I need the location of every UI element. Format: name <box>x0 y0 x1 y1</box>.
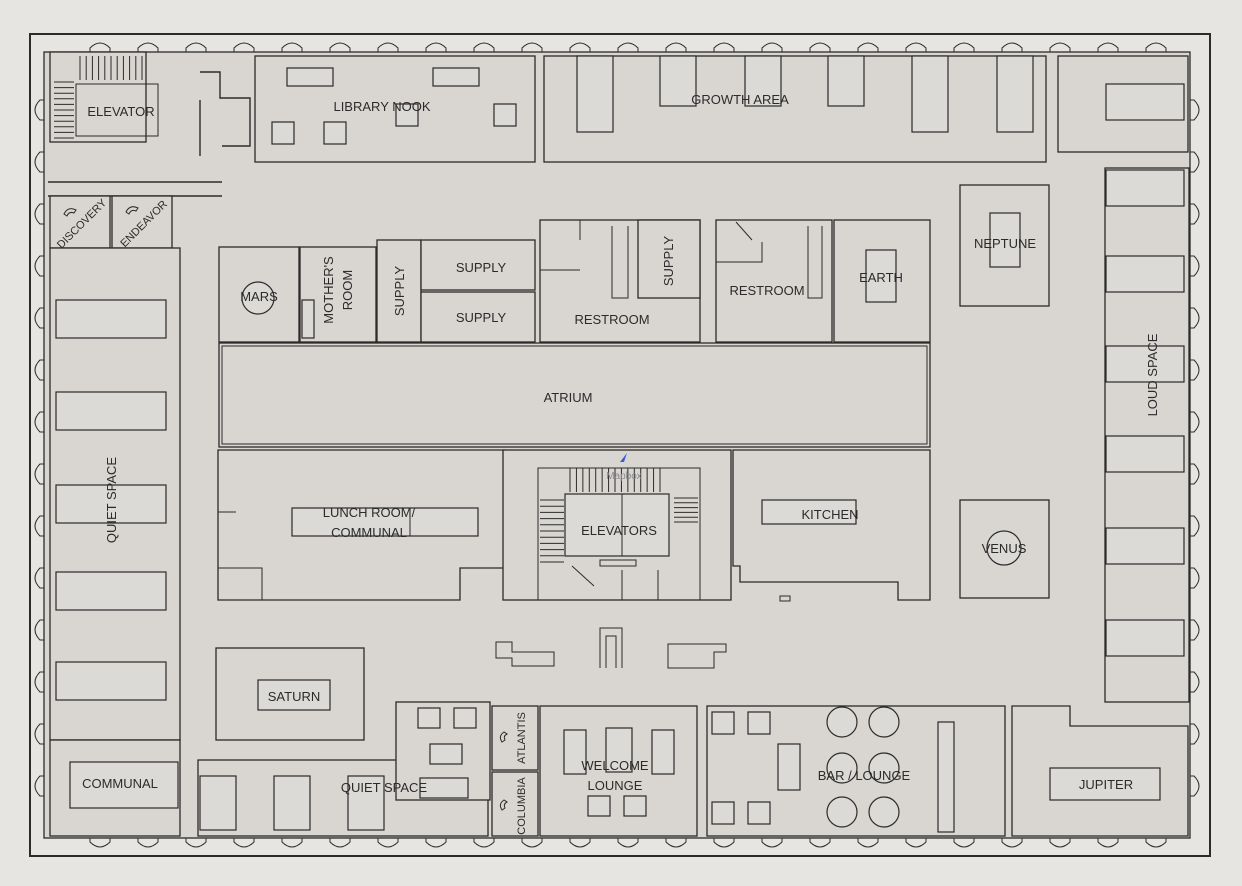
room-library-nook[interactable]: LIBRARY NOOK <box>254 55 536 163</box>
room-atrium[interactable]: ATRIUM <box>218 342 931 448</box>
room-jupiter[interactable]: JUPITER <box>1011 705 1189 837</box>
room-label-atrium: ATRIUM <box>544 390 593 405</box>
room-quiet-space-bottom[interactable]: QUIET SPACE <box>197 701 491 837</box>
phone-icon <box>63 208 77 217</box>
phone-icon <box>499 731 508 743</box>
room-label-quiet-space-left: QUIET SPACE <box>104 457 119 544</box>
room-endeavor[interactable]: ENDEAVOR <box>111 195 173 250</box>
room-label-lunch-room-1: LUNCH ROOM/ <box>323 505 416 520</box>
perimeter-columns <box>34 42 1200 848</box>
room-earth[interactable]: EARTH <box>833 219 931 343</box>
room-label-supply-a: SUPPLY <box>392 266 407 317</box>
room-label-lunch-room-2: COMMUNAL <box>331 525 407 540</box>
room-label-mars: MARS <box>240 289 278 304</box>
room-label-restroom-b: RESTROOM <box>729 283 804 298</box>
room-label-neptune: NEPTUNE <box>974 236 1036 251</box>
room-top-right <box>1057 55 1189 153</box>
stairs-icon <box>54 56 143 139</box>
room-label-jupiter: JUPITER <box>1079 777 1133 792</box>
room-lunch-room[interactable]: LUNCH ROOM/ COMMUNAL <box>217 449 506 601</box>
room-loud-space[interactable]: LOUD SPACE <box>1104 167 1190 703</box>
room-label-elevators: ELEVATORS <box>581 523 657 538</box>
room-quiet-space-left[interactable]: QUIET SPACE <box>49 247 181 741</box>
room-venus[interactable]: VENUS <box>959 499 1050 599</box>
room-label-welcome-lounge-1: WELCOME <box>581 758 649 773</box>
room-bar-lounge[interactable]: BAR / LOUNGE <box>706 705 1006 837</box>
room-elevator-top[interactable]: ELEVATOR <box>49 51 159 143</box>
room-supply-lower[interactable]: SUPPLY <box>420 291 536 343</box>
phone-icon <box>125 206 139 215</box>
room-label-earth: EARTH <box>859 270 903 285</box>
room-mothers-room[interactable]: MOTHER'S ROOM <box>299 246 377 343</box>
room-label-communal: COMMUNAL <box>82 776 158 791</box>
room-label-quiet-space-bottom: QUIET SPACE <box>341 780 428 795</box>
corridor-walls-top-left <box>48 71 251 197</box>
room-label-library-nook: LIBRARY NOOK <box>333 99 430 114</box>
room-label-columbia: COLUMBIA <box>516 777 528 835</box>
room-columbia[interactable]: COLUMBIA <box>491 771 539 837</box>
room-label-saturn: SATURN <box>268 689 320 704</box>
phone-icon <box>499 799 508 811</box>
room-elevators-core[interactable]: ELEVATORS <box>502 449 732 601</box>
room-atlantis[interactable]: ATLANTIS <box>491 705 539 771</box>
room-label-supply-c: SUPPLY <box>456 310 507 325</box>
room-supply-vertical[interactable]: SUPPLY <box>376 239 422 343</box>
room-supply-vertical-2[interactable]: SUPPLY <box>637 219 701 299</box>
room-label-elevator: ELEVATOR <box>87 104 154 119</box>
room-label-supply-d: SUPPLY <box>661 236 676 287</box>
room-welcome-lounge[interactable]: WELCOME LOUNGE <box>539 705 698 837</box>
room-label-restroom-a: RESTROOM <box>574 312 649 327</box>
room-kitchen[interactable]: KITCHEN <box>732 449 931 601</box>
room-label-loud-space: LOUD SPACE <box>1145 333 1160 416</box>
room-saturn[interactable]: SATURN <box>215 647 365 741</box>
room-mars[interactable]: MARS <box>218 246 300 343</box>
room-label-venus: VENUS <box>982 541 1027 556</box>
location-marker-icon[interactable] <box>620 453 627 462</box>
room-growth-area[interactable]: GROWTH AREA <box>543 55 1047 163</box>
room-label-kitchen: KITCHEN <box>801 507 858 522</box>
room-restroom-b[interactable]: RESTROOM <box>715 219 833 343</box>
room-label-mothers-room-2: ROOM <box>340 270 355 310</box>
corridor-fixtures <box>495 595 791 669</box>
room-label-growth-area: GROWTH AREA <box>691 92 789 107</box>
room-discovery[interactable]: DISCOVERY <box>49 195 111 251</box>
room-neptune[interactable]: NEPTUNE <box>959 184 1050 307</box>
room-supply-upper[interactable]: SUPPLY <box>420 239 536 291</box>
map-attribution[interactable]: Mapbox <box>606 471 642 482</box>
room-label-welcome-lounge-2: LOUNGE <box>588 778 643 793</box>
stairs-icon <box>540 468 698 563</box>
room-label-supply-b: SUPPLY <box>456 260 507 275</box>
room-label-mothers-room-1: MOTHER'S <box>321 256 336 324</box>
room-label-bar-lounge: BAR / LOUNGE <box>818 768 911 783</box>
room-label-atlantis: ATLANTIS <box>516 712 528 764</box>
room-communal[interactable]: COMMUNAL <box>49 739 181 837</box>
